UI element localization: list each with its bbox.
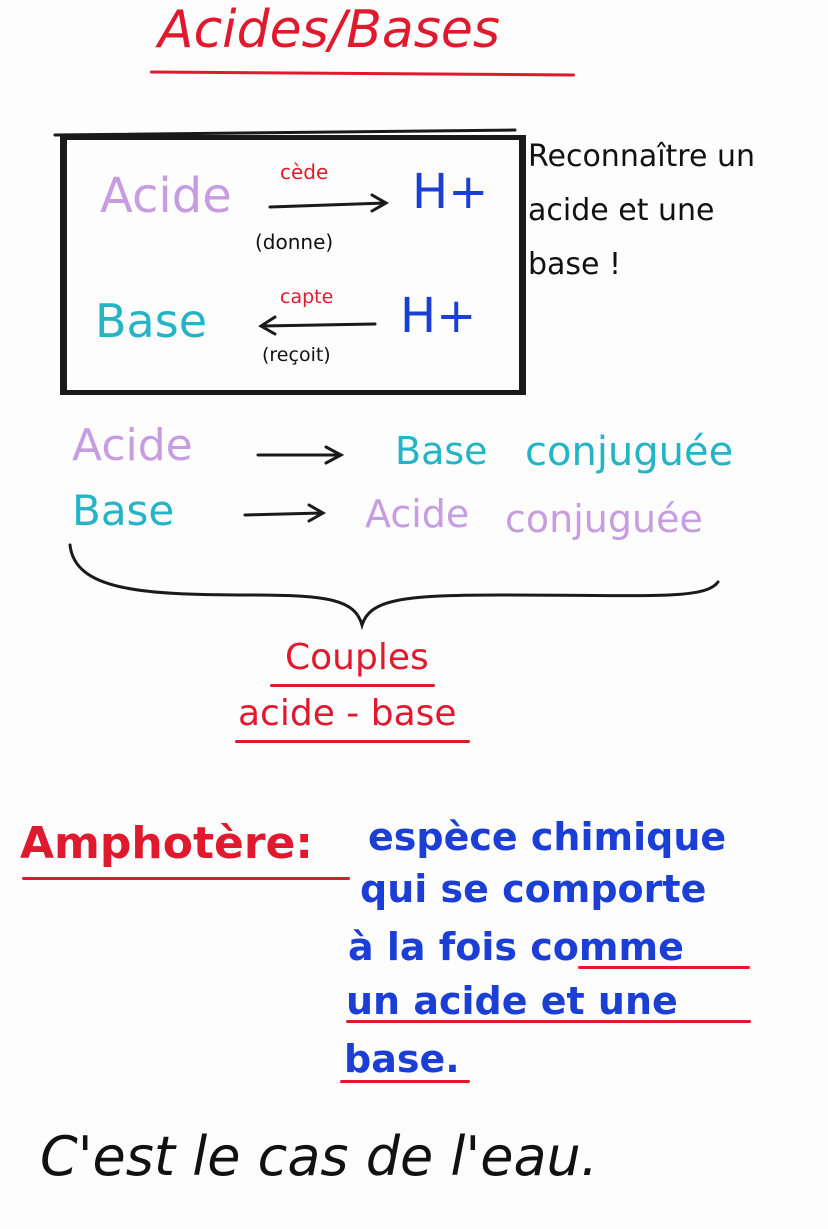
arrow-right-icon bbox=[268, 193, 390, 213]
proton-label-1: H+ bbox=[412, 164, 489, 220]
definition-box bbox=[60, 135, 526, 395]
note-line-3: base ! bbox=[528, 247, 622, 282]
couples-underline-1 bbox=[270, 684, 435, 687]
box-top-edge bbox=[53, 128, 517, 137]
couples-underline-2 bbox=[235, 740, 470, 743]
couples-line-2: acide - base bbox=[238, 693, 457, 734]
proton-label-2: H+ bbox=[400, 288, 477, 344]
arrow-right-icon bbox=[243, 503, 327, 523]
definition-line-2: qui se comporte bbox=[360, 867, 707, 911]
definition-line-4: un acide et une bbox=[346, 979, 678, 1023]
amphotere-underline bbox=[22, 877, 350, 880]
takes-label: capte bbox=[280, 286, 334, 308]
conj-row2-right-a: Acide bbox=[365, 492, 470, 536]
definition-underline-5 bbox=[340, 1080, 470, 1083]
conj-row1-right-b: conjuguée bbox=[525, 429, 734, 475]
note-line-1: Reconnaître un bbox=[528, 139, 756, 174]
gives-label: cède bbox=[280, 160, 329, 184]
definition-underline-4 bbox=[346, 1020, 751, 1023]
footer-note: C'est le cas de l'eau. bbox=[40, 1125, 598, 1188]
conj-row1-right-a: Base bbox=[395, 429, 488, 473]
note-line-2: acide et une bbox=[528, 193, 715, 228]
couples-line-1: Couples bbox=[285, 637, 429, 678]
takes-sublabel: (reçoit) bbox=[262, 344, 331, 366]
definition-line-3: à la fois comme bbox=[348, 925, 684, 969]
conj-row2-right-b: conjuguée bbox=[505, 497, 703, 541]
arrow-left-icon bbox=[258, 315, 377, 336]
definition-line-1: espèce chimique bbox=[368, 815, 727, 859]
comme-underline bbox=[578, 966, 750, 969]
page-title: Acides/Bases bbox=[158, 0, 500, 60]
conj-row1-left: Acide bbox=[72, 420, 193, 471]
base-label: Base bbox=[95, 294, 208, 348]
brace-icon bbox=[68, 543, 720, 631]
gives-sublabel: (donne) bbox=[255, 230, 334, 254]
amphotere-term: Amphotère: bbox=[20, 818, 313, 869]
definition-line-5: base. bbox=[344, 1037, 460, 1081]
acid-label: Acide bbox=[100, 168, 232, 224]
conj-row2-left: Base bbox=[72, 486, 175, 535]
arrow-right-icon bbox=[256, 445, 345, 465]
